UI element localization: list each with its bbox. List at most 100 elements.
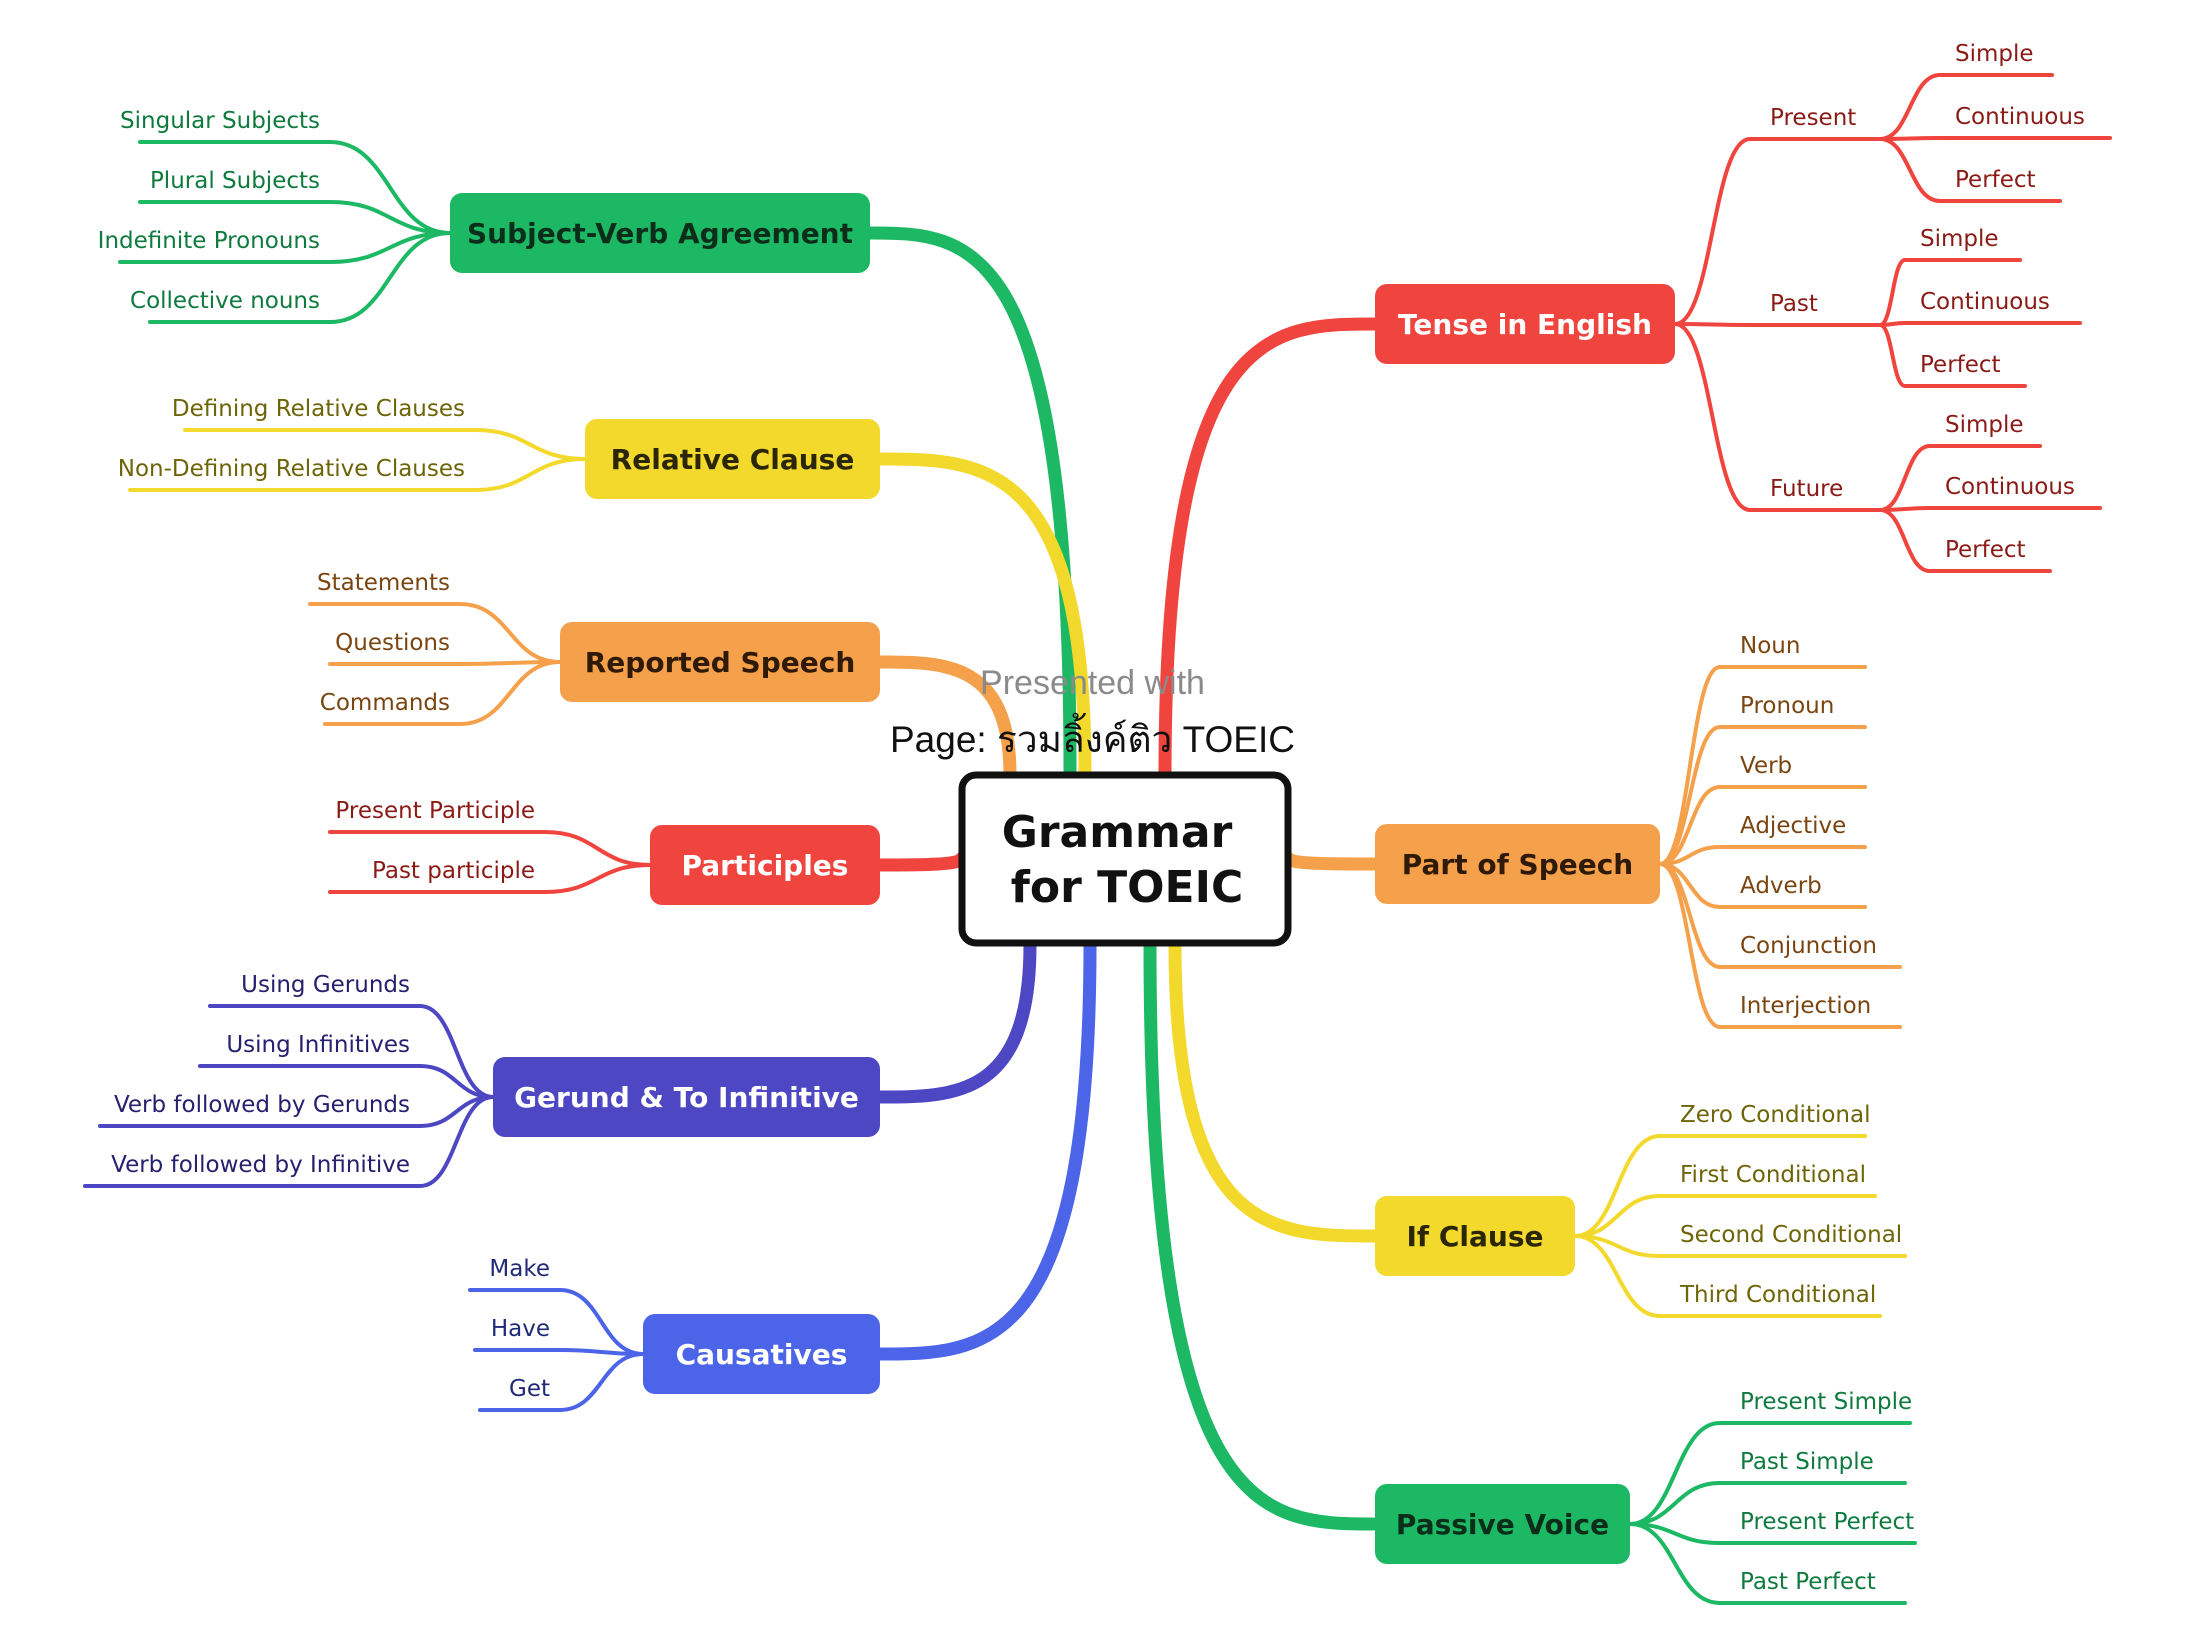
leaf-label-if-clause-2: Second Conditional (1680, 1222, 1902, 1248)
main-link-tense-in-english (1158, 317, 1382, 782)
main-link-causatives (873, 938, 1097, 1361)
leaf-label-gerund-to-infinitive-2: Verb followed by Gerunds (114, 1092, 410, 1118)
leaf-label-part-of-speech-5: Conjunction (1740, 933, 1877, 959)
leaf-link-passive-voice-1 (1628, 1481, 1722, 1526)
leaf-label-part-of-speech-3: Adjective (1740, 813, 1846, 839)
leaf-link-causatives-2 (558, 1352, 645, 1412)
leaf-label-gerund-to-infinitive-0: Using Gerunds (241, 972, 410, 998)
topic-node-participles[interactable]: Participles (650, 825, 880, 905)
subleaf-link-tense-in-english-2-1 (1878, 506, 1932, 512)
leaf-link-subject-verb-agreement-0 (328, 140, 452, 235)
topic-title-passive-voice: Passive Voice (1396, 1508, 1609, 1541)
leaf-link-subject-verb-agreement-1 (328, 200, 452, 235)
leaf-label-participles-1: Past participle (372, 858, 535, 884)
main-link-part-of-speech (1281, 851, 1382, 871)
leaf-link-if-clause-3 (1573, 1234, 1662, 1318)
leaf-link-if-clause-1 (1573, 1194, 1662, 1238)
leaf-label-causatives-2: Get (509, 1376, 550, 1402)
topic-title-if-clause: If Clause (1407, 1220, 1544, 1253)
subleaf-link-tense-in-english-0-1 (1878, 136, 1942, 141)
topic-box-part-of-speech (1375, 824, 1660, 904)
leaf-label-gerund-to-infinitive-1: Using Infinitives (226, 1032, 410, 1058)
topic-node-subject-verb-agreement[interactable]: Subject-Verb Agreement (450, 193, 870, 273)
leaf-link-participles-1 (543, 863, 652, 894)
leaf-label-part-of-speech-6: Interjection (1740, 993, 1871, 1019)
topic-title-part-of-speech: Part of Speech (1402, 848, 1634, 881)
leaf-links (83, 73, 2112, 1605)
subleaf-label-tense-in-english-1-1: Continuous (1920, 289, 2050, 315)
leaf-link-part-of-speech-2 (1658, 785, 1722, 866)
leaf-label-part-of-speech-2: Verb (1740, 753, 1792, 779)
topic-box-tense-in-english (1375, 284, 1675, 364)
leaf-link-subject-verb-agreement-3 (328, 231, 452, 324)
leaf-label-gerund-to-infinitive-3: Verb followed by Infinitive (111, 1152, 410, 1178)
leaf-label-tense-in-english-0: Present (1770, 105, 1856, 131)
topic-node-part-of-speech[interactable]: Part of Speech (1375, 824, 1660, 904)
main-link-participles (873, 851, 969, 872)
leaf-label-subject-verb-agreement-1: Plural Subjects (150, 168, 320, 194)
subleaf-label-tense-in-english-0-1: Continuous (1955, 104, 2085, 130)
topic-title-relative-clause: Relative Clause (611, 443, 855, 476)
topic-box-passive-voice (1375, 1484, 1630, 1564)
topic-node-causatives[interactable]: Causatives (643, 1314, 880, 1394)
leaf-link-passive-voice-0 (1628, 1421, 1722, 1526)
topic-title-tense-in-english: Tense in English (1398, 308, 1652, 341)
topic-title-gerund-to-infinitive: Gerund & To Infinitive (514, 1081, 859, 1114)
topic-node-relative-clause[interactable]: Relative Clause (585, 419, 880, 499)
leaf-label-passive-voice-3: Past Perfect (1740, 1569, 1876, 1595)
leaf-link-reported-speech-2 (458, 660, 562, 726)
subleaf-label-tense-in-english-1-0: Simple (1920, 226, 1999, 252)
watermark-line-1: Presented with (980, 664, 1205, 702)
subleaf-label-tense-in-english-0-2: Perfect (1955, 167, 2036, 193)
leaf-label-subject-verb-agreement-2: Indefinite Pronouns (98, 228, 320, 254)
subleaf-link-tense-in-english-1-2 (1878, 323, 1907, 388)
topic-title-subject-verb-agreement: Subject-Verb Agreement (467, 217, 853, 250)
leaf-label-part-of-speech-1: Pronoun (1740, 693, 1834, 719)
leaf-label-if-clause-0: Zero Conditional (1680, 1102, 1870, 1128)
leaf-label-relative-clause-1: Non-Defining Relative Clauses (118, 456, 465, 482)
topic-node-reported-speech[interactable]: Reported Speech (560, 622, 880, 702)
topic-node-tense-in-english[interactable]: Tense in English (1375, 284, 1675, 364)
topic-box-participles (650, 825, 880, 905)
leaf-label-reported-speech-2: Commands (320, 690, 450, 716)
leaf-link-tense-in-english-0 (1673, 137, 1752, 326)
leaf-link-participles-0 (543, 830, 652, 867)
subleaf-label-tense-in-english-2-0: Simple (1945, 412, 2024, 438)
central-node-box (958, 771, 1292, 947)
topic-box-reported-speech (560, 622, 880, 702)
main-link-gerund-to-infinitive (873, 938, 1037, 1104)
leaf-label-subject-verb-agreement-0: Singular Subjects (120, 108, 320, 134)
central-node[interactable]: Grammar for TOEIC (958, 771, 1292, 947)
topic-node-passive-voice[interactable]: Passive Voice (1375, 1484, 1630, 1564)
topic-box-causatives (643, 1314, 880, 1394)
leaf-label-relative-clause-0: Defining Relative Clauses (172, 396, 465, 422)
leaf-link-relative-clause-1 (473, 457, 587, 492)
leaf-label-part-of-speech-4: Adverb (1740, 873, 1822, 899)
subleaf-label-tense-in-english-0-0: Simple (1955, 41, 2034, 67)
leaf-label-subject-verb-agreement-3: Collective nouns (130, 288, 320, 314)
main-link-passive-voice (1143, 938, 1382, 1531)
main-link-reported-speech (873, 655, 1017, 782)
leaf-label-if-clause-1: First Conditional (1680, 1162, 1866, 1188)
topic-title-participles: Participles (682, 849, 849, 882)
leaf-link-gerund-to-infinitive-3 (418, 1095, 495, 1188)
topic-node-gerund-to-infinitive[interactable]: Gerund & To Infinitive (493, 1057, 880, 1137)
central-node-title-line-1: Grammar (1002, 807, 1233, 858)
leaf-link-part-of-speech-1 (1658, 725, 1722, 866)
leaf-link-relative-clause-0 (473, 428, 587, 461)
topic-box-gerund-to-infinitive (493, 1057, 880, 1137)
leaf-link-reported-speech-0 (458, 602, 562, 664)
topic-node-if-clause[interactable]: If Clause (1375, 1196, 1575, 1276)
subleaf-label-tense-in-english-2-2: Perfect (1945, 537, 2026, 563)
leaf-label-causatives-0: Make (489, 1256, 550, 1282)
leaf-link-passive-voice-3 (1628, 1522, 1722, 1605)
subleaf-link-tense-in-english-1-0 (1878, 258, 1907, 327)
leaf-label-part-of-speech-0: Noun (1740, 633, 1800, 659)
leaf-label-tense-in-english-1: Past (1770, 291, 1818, 317)
main-links (863, 226, 1382, 1531)
main-link-relative-clause (873, 452, 1092, 777)
leaf-link-tense-in-english-2 (1673, 322, 1752, 512)
topic-box-subject-verb-agreement (450, 193, 870, 273)
leaf-label-passive-voice-2: Present Perfect (1740, 1509, 1914, 1535)
